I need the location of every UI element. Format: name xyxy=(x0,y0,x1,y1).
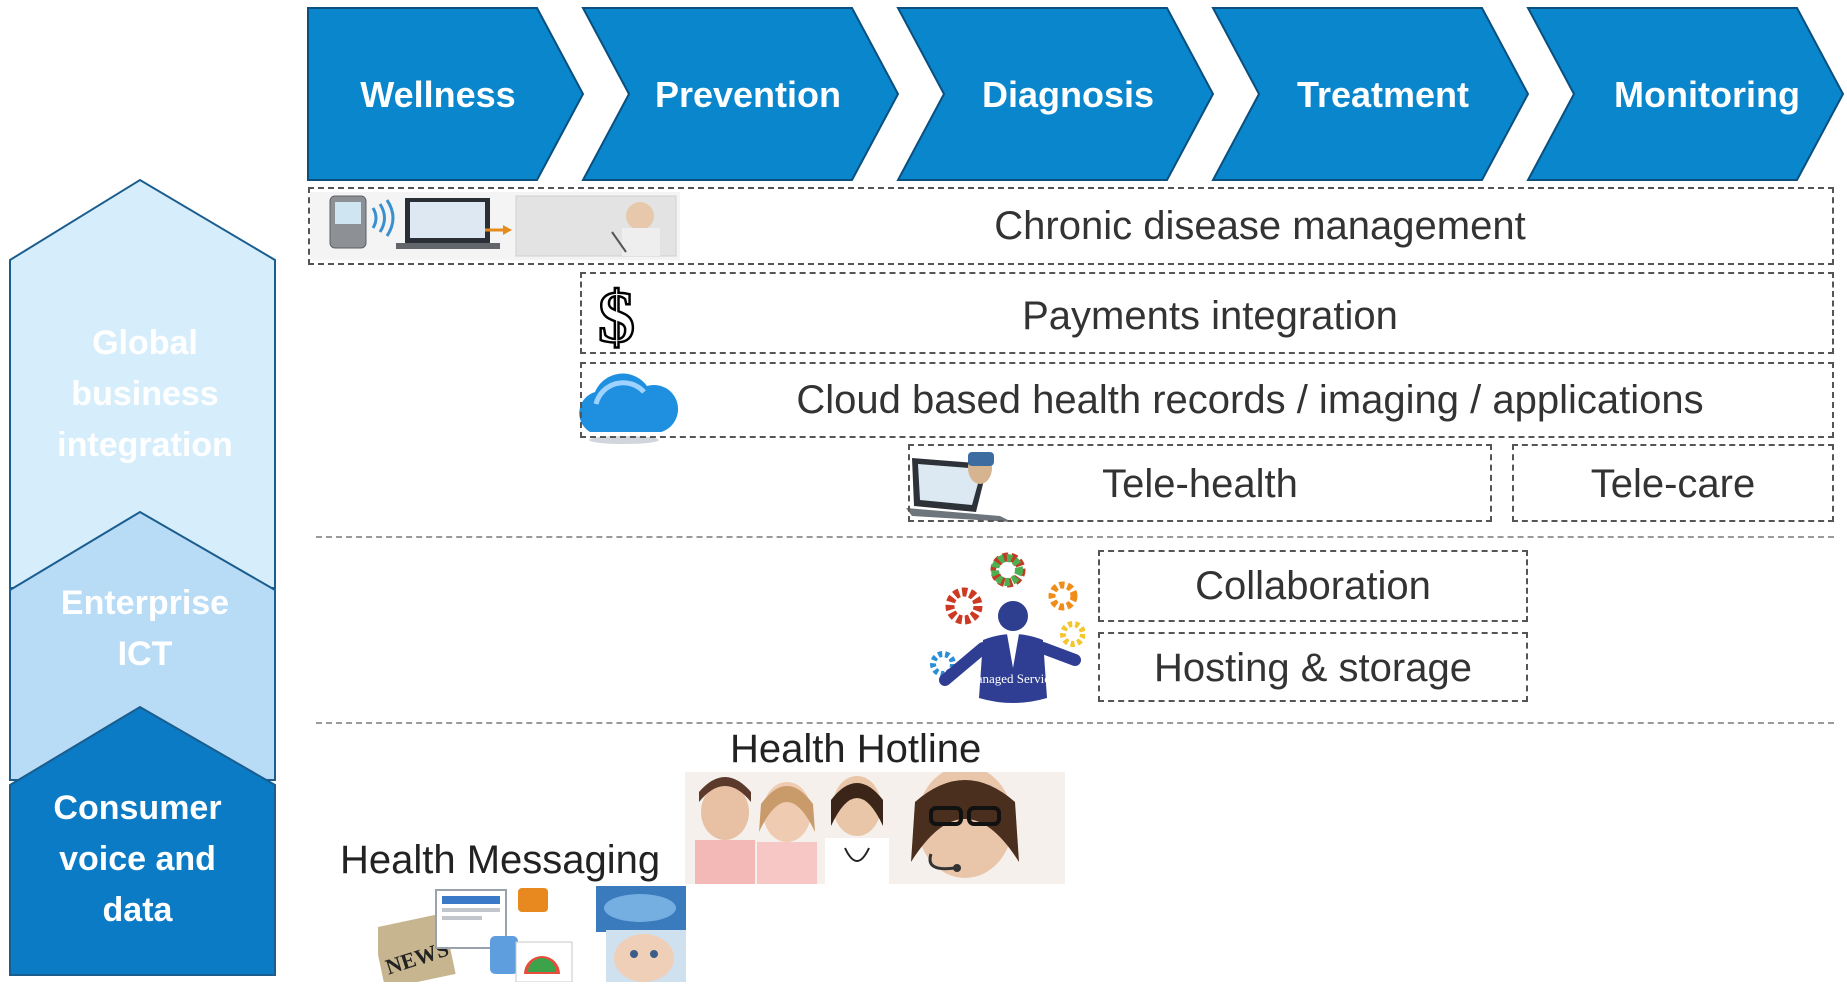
dollar-icon: $ xyxy=(598,277,635,359)
telehealth-label: Tele-health xyxy=(1102,462,1298,506)
cloud-box xyxy=(580,362,1834,438)
payments-box xyxy=(580,272,1834,354)
level-label-enterprise: Enterprise ICT xyxy=(60,584,230,673)
divider-upper xyxy=(316,536,1834,538)
telecare-box xyxy=(1512,444,1834,522)
chevron-monitoring xyxy=(1526,7,1845,181)
telehealth-box xyxy=(908,444,1492,522)
cloud-icon xyxy=(579,373,679,444)
health-messaging-label: Health Messaging xyxy=(340,838,661,882)
chevron-label-wellness: Wellness xyxy=(360,74,516,115)
chevron-prevention xyxy=(581,7,900,181)
health-hotline-label: Health Hotline xyxy=(730,727,982,771)
chronic-illustration xyxy=(310,192,680,260)
care-chevrons xyxy=(307,7,1845,181)
chronic-disease-label: Chronic disease management xyxy=(994,204,1526,248)
chronic-disease-box xyxy=(308,187,1834,265)
level-label-consumer: Consumer voice and data xyxy=(53,789,222,929)
chevron-treatment xyxy=(1211,7,1530,181)
managed-services-figure: Managed Services xyxy=(930,554,1085,703)
hosting-box xyxy=(1098,632,1528,702)
global-level-arrow xyxy=(9,178,276,589)
collaboration-label: Collaboration xyxy=(1195,564,1431,608)
payments-label: Payments integration xyxy=(1022,294,1398,338)
chevron-label-monitoring: Monitoring xyxy=(1614,74,1800,115)
health-messaging-collage: NEWS xyxy=(378,886,686,982)
chevron-wellness xyxy=(307,7,585,181)
telehealth-laptop-icon xyxy=(906,452,1012,522)
level-label-global: Global business integration xyxy=(57,324,233,464)
enterprise-level-arrow xyxy=(9,510,276,781)
telecare-label: Tele-care xyxy=(1590,462,1756,506)
managed-services-label: Managed Services xyxy=(965,671,1061,686)
collaboration-box xyxy=(1098,550,1528,622)
cloud-label: Cloud based health records / imaging / a… xyxy=(796,378,1704,422)
health-hotline-photos xyxy=(685,772,1065,884)
chevron-diagnosis xyxy=(896,7,1215,181)
chevron-label-treatment: Treatment xyxy=(1296,74,1470,115)
chevron-label-diagnosis: Diagnosis xyxy=(981,74,1155,115)
consumer-level-arrow xyxy=(9,705,276,976)
hosting-label: Hosting & storage xyxy=(1154,646,1472,690)
divider-lower xyxy=(316,722,1834,724)
chevron-label-prevention: Prevention xyxy=(654,74,842,115)
